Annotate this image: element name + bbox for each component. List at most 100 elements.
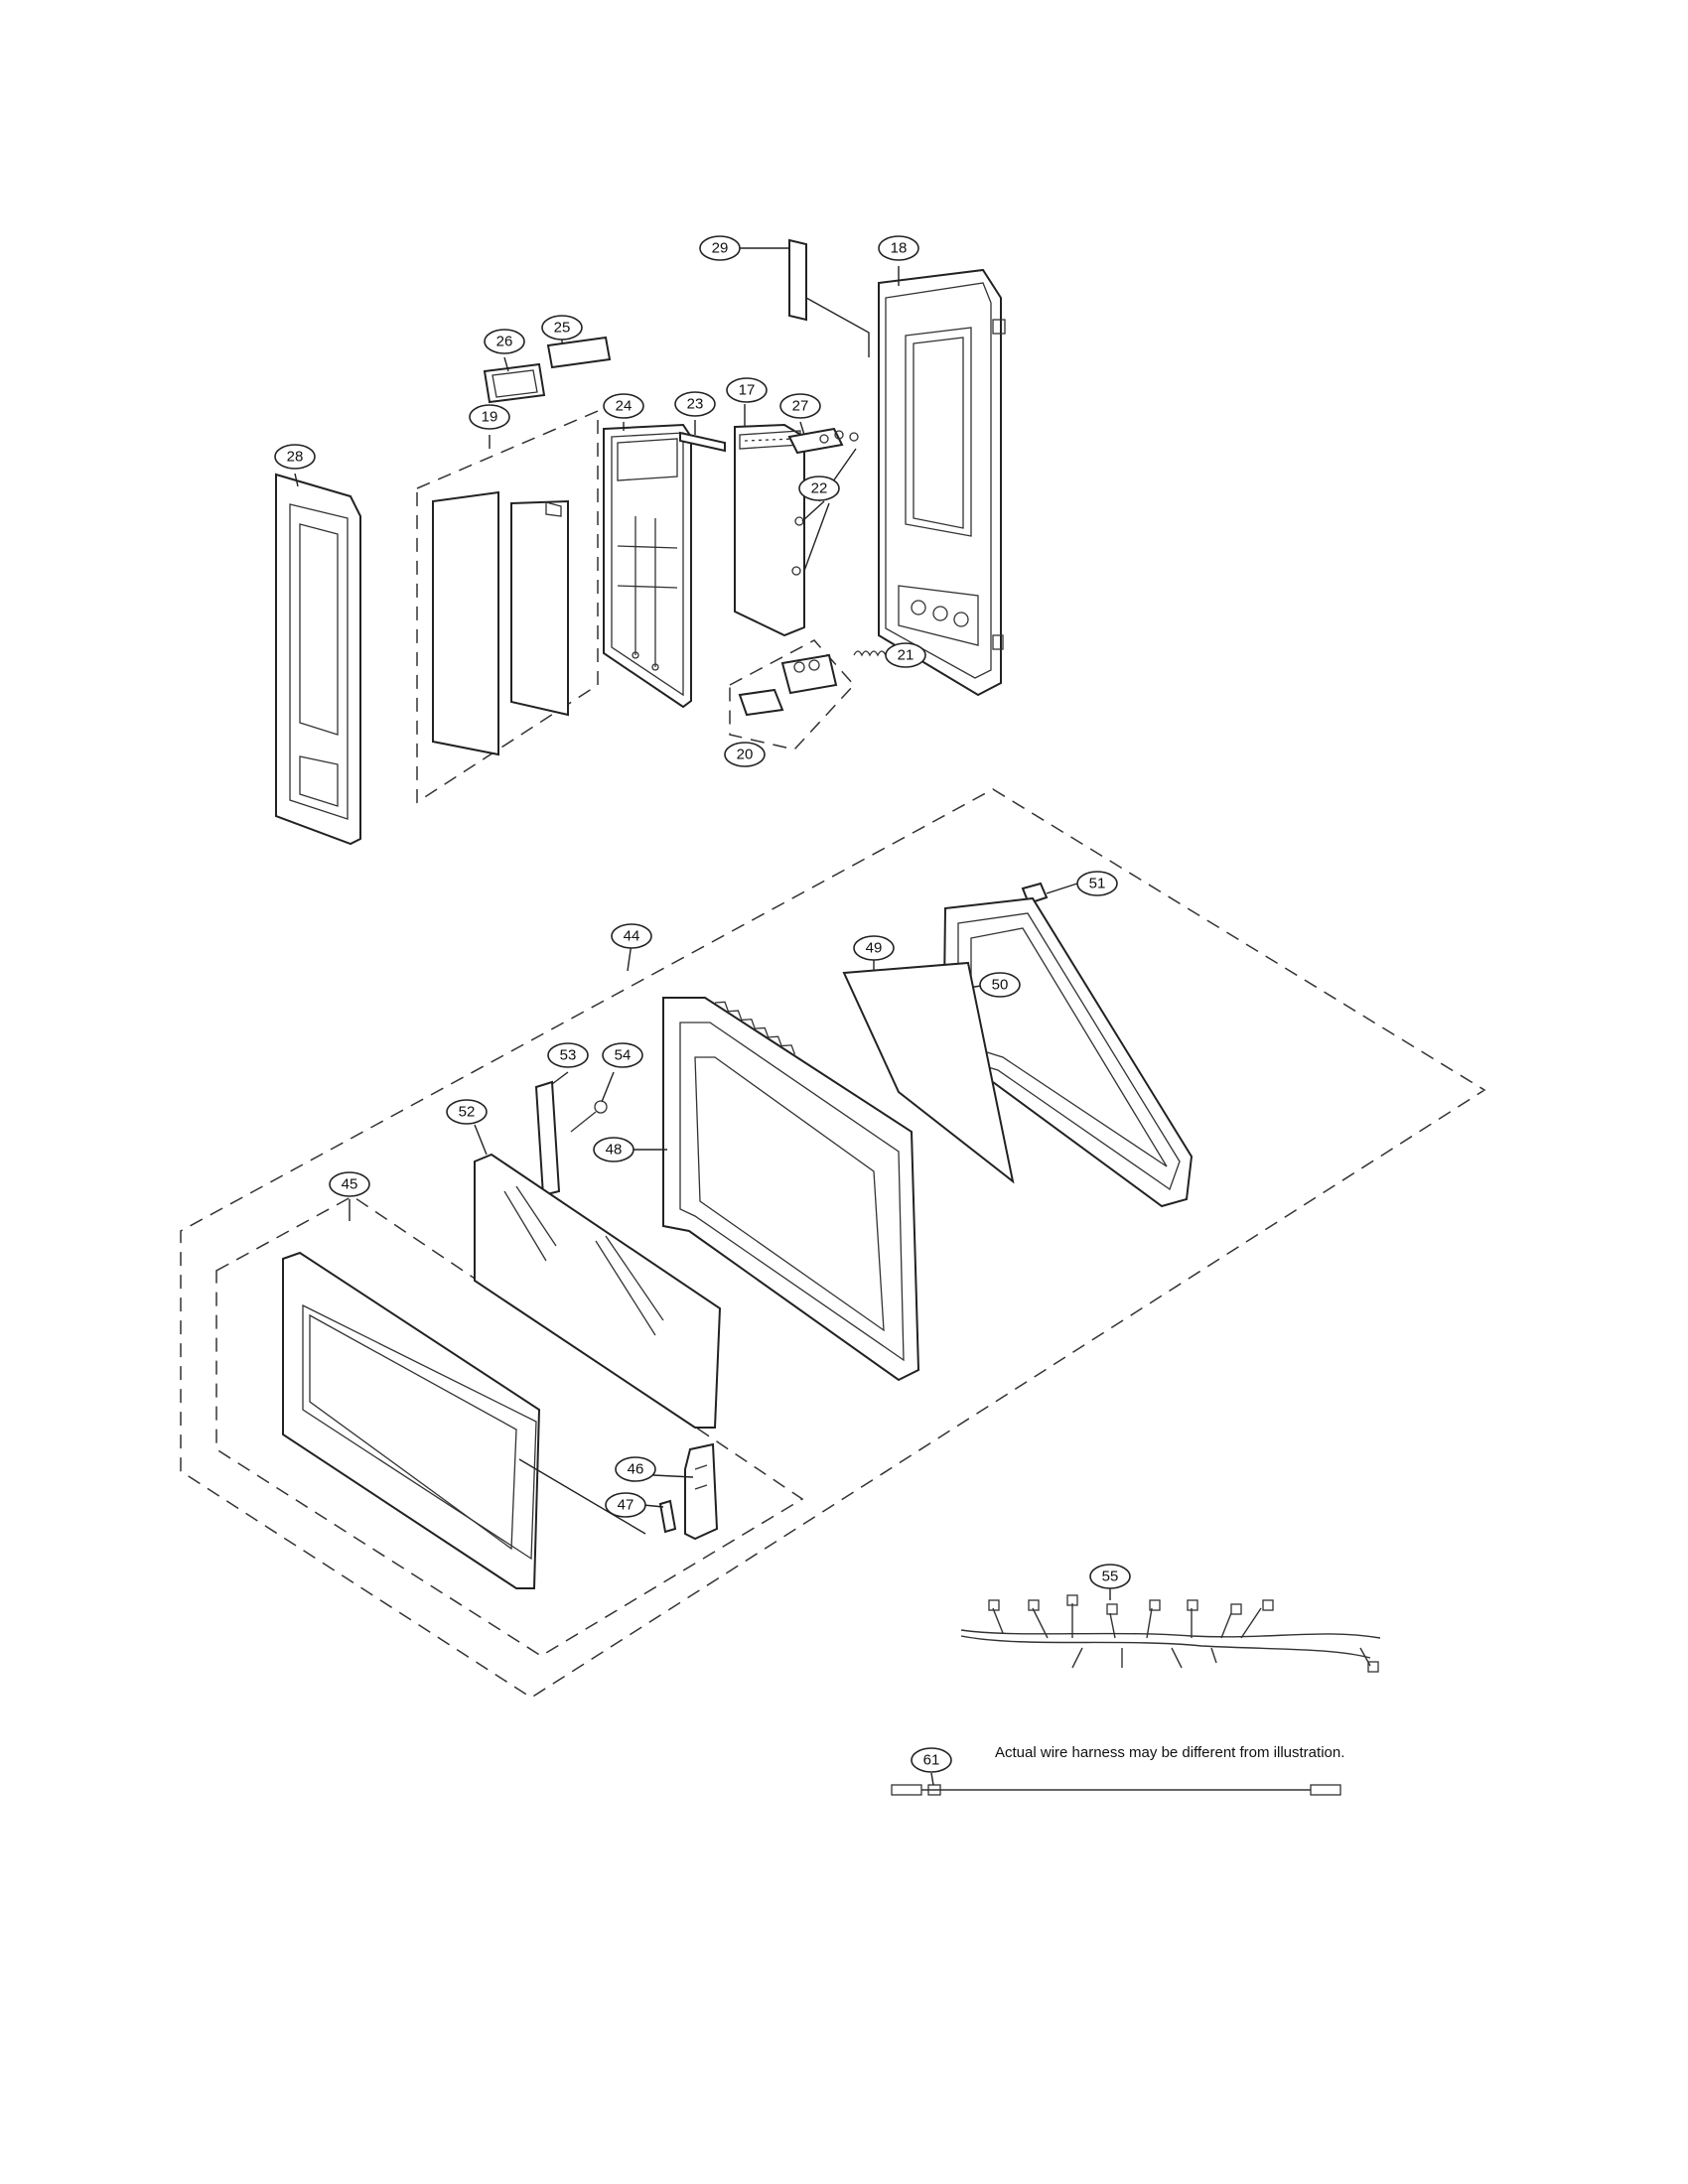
part-54-screw — [570, 1071, 615, 1133]
callout-61-label: 61 — [923, 1752, 940, 1769]
callout-21: 21 — [885, 642, 926, 668]
callout-29-label: 29 — [712, 240, 729, 257]
callout-24-oval — [603, 393, 644, 419]
callout-24: 24 — [603, 393, 644, 419]
callout-24-label: 24 — [616, 398, 633, 415]
callout-20: 20 — [724, 742, 766, 767]
callout-50: 50 — [979, 972, 1021, 998]
callout-27: 27 — [779, 393, 821, 419]
part-27-connector — [787, 421, 859, 455]
callout-21-oval — [885, 642, 926, 668]
callout-48-oval — [593, 1137, 634, 1162]
callout-47-label: 47 — [618, 1497, 634, 1514]
callout-19: 19 — [469, 404, 510, 430]
callout-26-oval — [484, 329, 525, 354]
callout-22: 22 — [798, 476, 840, 501]
callout-18-oval — [878, 235, 919, 261]
callout-28-oval — [274, 444, 316, 470]
part-25-plate — [546, 336, 612, 369]
callout-22-oval — [798, 476, 840, 501]
callout-61-oval — [911, 1747, 952, 1773]
callout-17: 17 — [726, 377, 768, 403]
callout-19-label: 19 — [482, 409, 498, 426]
callout-44-label: 44 — [624, 928, 640, 945]
part-18-control-frame — [878, 266, 1006, 697]
callout-53-oval — [547, 1042, 589, 1068]
callout-50-label: 50 — [992, 977, 1009, 994]
callout-46-oval — [615, 1456, 656, 1482]
callout-26: 26 — [484, 329, 525, 354]
callout-20-label: 20 — [737, 747, 754, 763]
part-46-hinge — [652, 1442, 719, 1541]
part-48-door-inner — [632, 997, 920, 1382]
part-29-sheet — [739, 238, 870, 357]
callout-53-label: 53 — [560, 1047, 577, 1064]
callout-51-oval — [1076, 871, 1118, 896]
part-52-glass — [474, 1124, 722, 1429]
callout-23-label: 23 — [687, 396, 704, 413]
callout-54: 54 — [602, 1042, 643, 1068]
callout-27-label: 27 — [792, 398, 809, 415]
callout-18: 18 — [878, 235, 919, 261]
callout-layer: 29 18 26 25 19 24 23 17 27 22 28 21 20 51 44 49 50 53 54 52… — [274, 235, 1131, 1773]
callout-21-label: 21 — [898, 647, 914, 664]
callout-49: 49 — [853, 935, 895, 961]
part-23-rod — [679, 420, 726, 453]
callout-49-label: 49 — [866, 940, 883, 957]
callout-53: 53 — [547, 1042, 589, 1068]
callout-52-oval — [446, 1099, 488, 1125]
callout-54-label: 54 — [615, 1047, 632, 1064]
part-55-wire-harness — [960, 1588, 1381, 1673]
part-20-button-assembly — [729, 639, 856, 751]
callout-47-oval — [605, 1492, 646, 1518]
callout-22-label: 22 — [811, 480, 828, 497]
callout-54-oval — [602, 1042, 643, 1068]
harness-note: Actual wire harness may be different fro… — [995, 1744, 1344, 1761]
callout-45: 45 — [329, 1171, 370, 1197]
callout-51-label: 51 — [1089, 876, 1106, 892]
callout-47: 47 — [605, 1492, 646, 1518]
callout-18-label: 18 — [891, 240, 908, 257]
part-61-wire-lead — [891, 1772, 1341, 1796]
callout-48: 48 — [593, 1137, 634, 1162]
callout-29: 29 — [699, 235, 741, 261]
callout-44: 44 — [611, 923, 652, 949]
callout-52-label: 52 — [459, 1104, 476, 1121]
callout-50-oval — [979, 972, 1021, 998]
part-26-display-window — [483, 356, 546, 404]
callout-48-label: 48 — [606, 1142, 623, 1159]
callout-27-oval — [779, 393, 821, 419]
part-17-pcb — [734, 404, 805, 637]
callout-17-oval — [726, 377, 768, 403]
callout-45-label: 45 — [342, 1176, 358, 1193]
part-24-key-bracket — [603, 422, 692, 709]
callout-23: 23 — [674, 391, 716, 417]
callout-61: 61 — [911, 1747, 952, 1773]
callout-25: 25 — [541, 315, 583, 341]
callout-55-label: 55 — [1102, 1569, 1119, 1585]
callout-29-oval — [699, 235, 741, 261]
callout-17-label: 17 — [739, 382, 756, 399]
callout-55-oval — [1089, 1564, 1131, 1589]
callout-45-oval — [329, 1171, 370, 1197]
part-22-screws — [801, 448, 857, 572]
callout-55: 55 — [1089, 1564, 1131, 1589]
callout-20-oval — [724, 742, 766, 767]
part-28-front-overlay — [275, 473, 361, 846]
callout-51: 51 — [1076, 871, 1118, 896]
callout-49-oval — [853, 935, 895, 961]
callout-52: 52 — [446, 1099, 488, 1125]
callout-19-oval — [469, 404, 510, 430]
callout-46-label: 46 — [628, 1461, 644, 1478]
callout-46: 46 — [615, 1456, 656, 1482]
part-53-strip — [534, 1071, 569, 1197]
callout-23-oval — [674, 391, 716, 417]
part-47-spring — [642, 1499, 677, 1534]
part-45-door-frame-outline — [215, 1195, 804, 1657]
callout-25-oval — [541, 315, 583, 341]
callout-26-label: 26 — [496, 334, 513, 350]
callout-28: 28 — [274, 444, 316, 470]
callout-25-label: 25 — [554, 320, 571, 337]
callout-28-label: 28 — [287, 449, 304, 466]
